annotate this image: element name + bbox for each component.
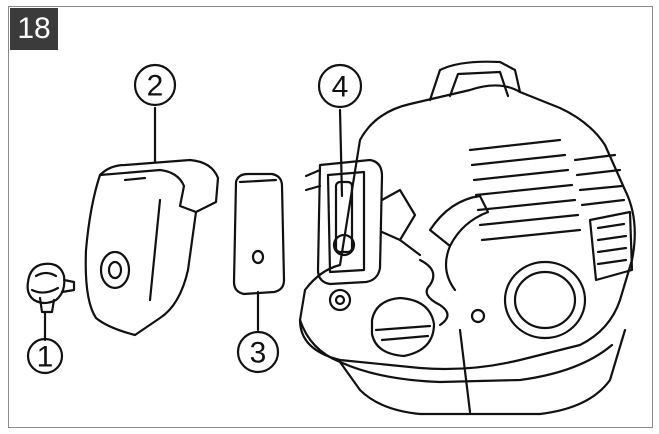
carburetor-part [304,158,422,286]
callout-circles [26,63,363,375]
callout-2-label: 2 [147,70,164,103]
air-filter-element-part [232,172,286,296]
callout-1-label: 1 [37,341,54,374]
engine-body [298,60,636,416]
knob-part [26,262,76,314]
callout-leaders [43,106,344,342]
air-filter-cover-part [84,158,220,337]
figure-number-badge: 18 [10,8,58,50]
callout-3-label: 3 [250,337,267,370]
callout-4-label: 4 [332,71,349,104]
